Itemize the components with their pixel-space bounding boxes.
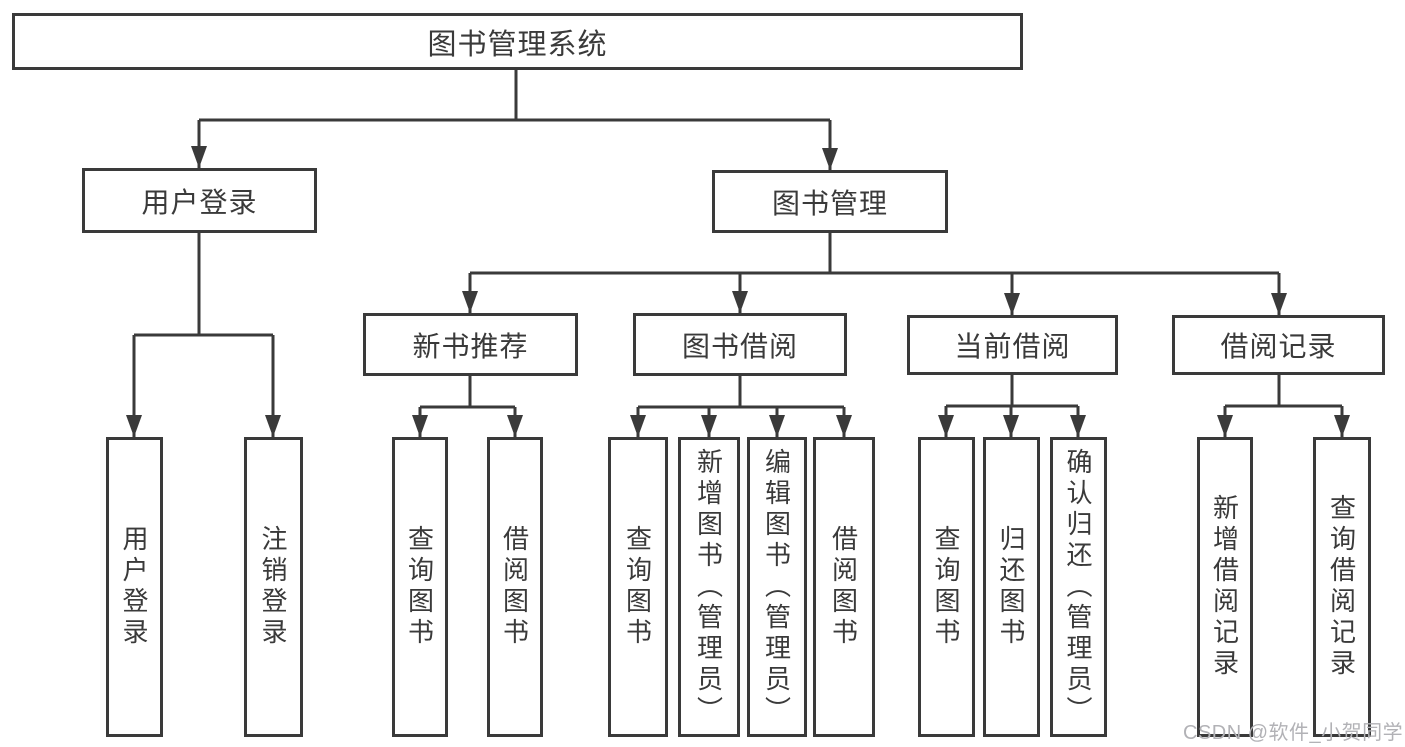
node-book-borrow: 图书借阅 — [633, 313, 847, 376]
node-leaf-current-return: 归还图书 — [983, 437, 1040, 737]
connector-rails — [134, 70, 1342, 409]
node-borrow-records: 借阅记录 — [1172, 315, 1385, 375]
node-leaf-record-query: 查询借阅记录 — [1313, 437, 1371, 737]
node-leaf-borrow-query: 查询图书 — [608, 437, 668, 737]
node-leaf-borrow-book: 借阅图书 — [813, 437, 875, 737]
node-leaf-newbook-borrow: 借阅图书 — [487, 437, 543, 737]
node-book-management: 图书管理 — [712, 170, 948, 233]
node-leaf-confirm-return-admin: 确认归还（管理员） — [1050, 437, 1107, 737]
node-user-login: 用户登录 — [82, 168, 317, 233]
node-leaf-logout: 注销登录 — [244, 437, 303, 737]
csdn-watermark: CSDN @软件_小贺同学 — [1183, 722, 1404, 744]
node-current-borrow: 当前借阅 — [907, 315, 1118, 375]
node-root-system: 图书管理系统 — [12, 13, 1023, 70]
node-leaf-user-login: 用户登录 — [106, 437, 163, 737]
node-leaf-record-add: 新增借阅记录 — [1197, 437, 1253, 737]
node-leaf-borrow-edit-admin: 编辑图书（管理员） — [747, 437, 807, 737]
node-leaf-newbook-query: 查询图书 — [392, 437, 448, 737]
node-leaf-current-query: 查询图书 — [918, 437, 975, 737]
node-leaf-borrow-add-admin: 新增图书（管理员） — [678, 437, 740, 737]
node-new-book-recommend: 新书推荐 — [363, 313, 578, 376]
